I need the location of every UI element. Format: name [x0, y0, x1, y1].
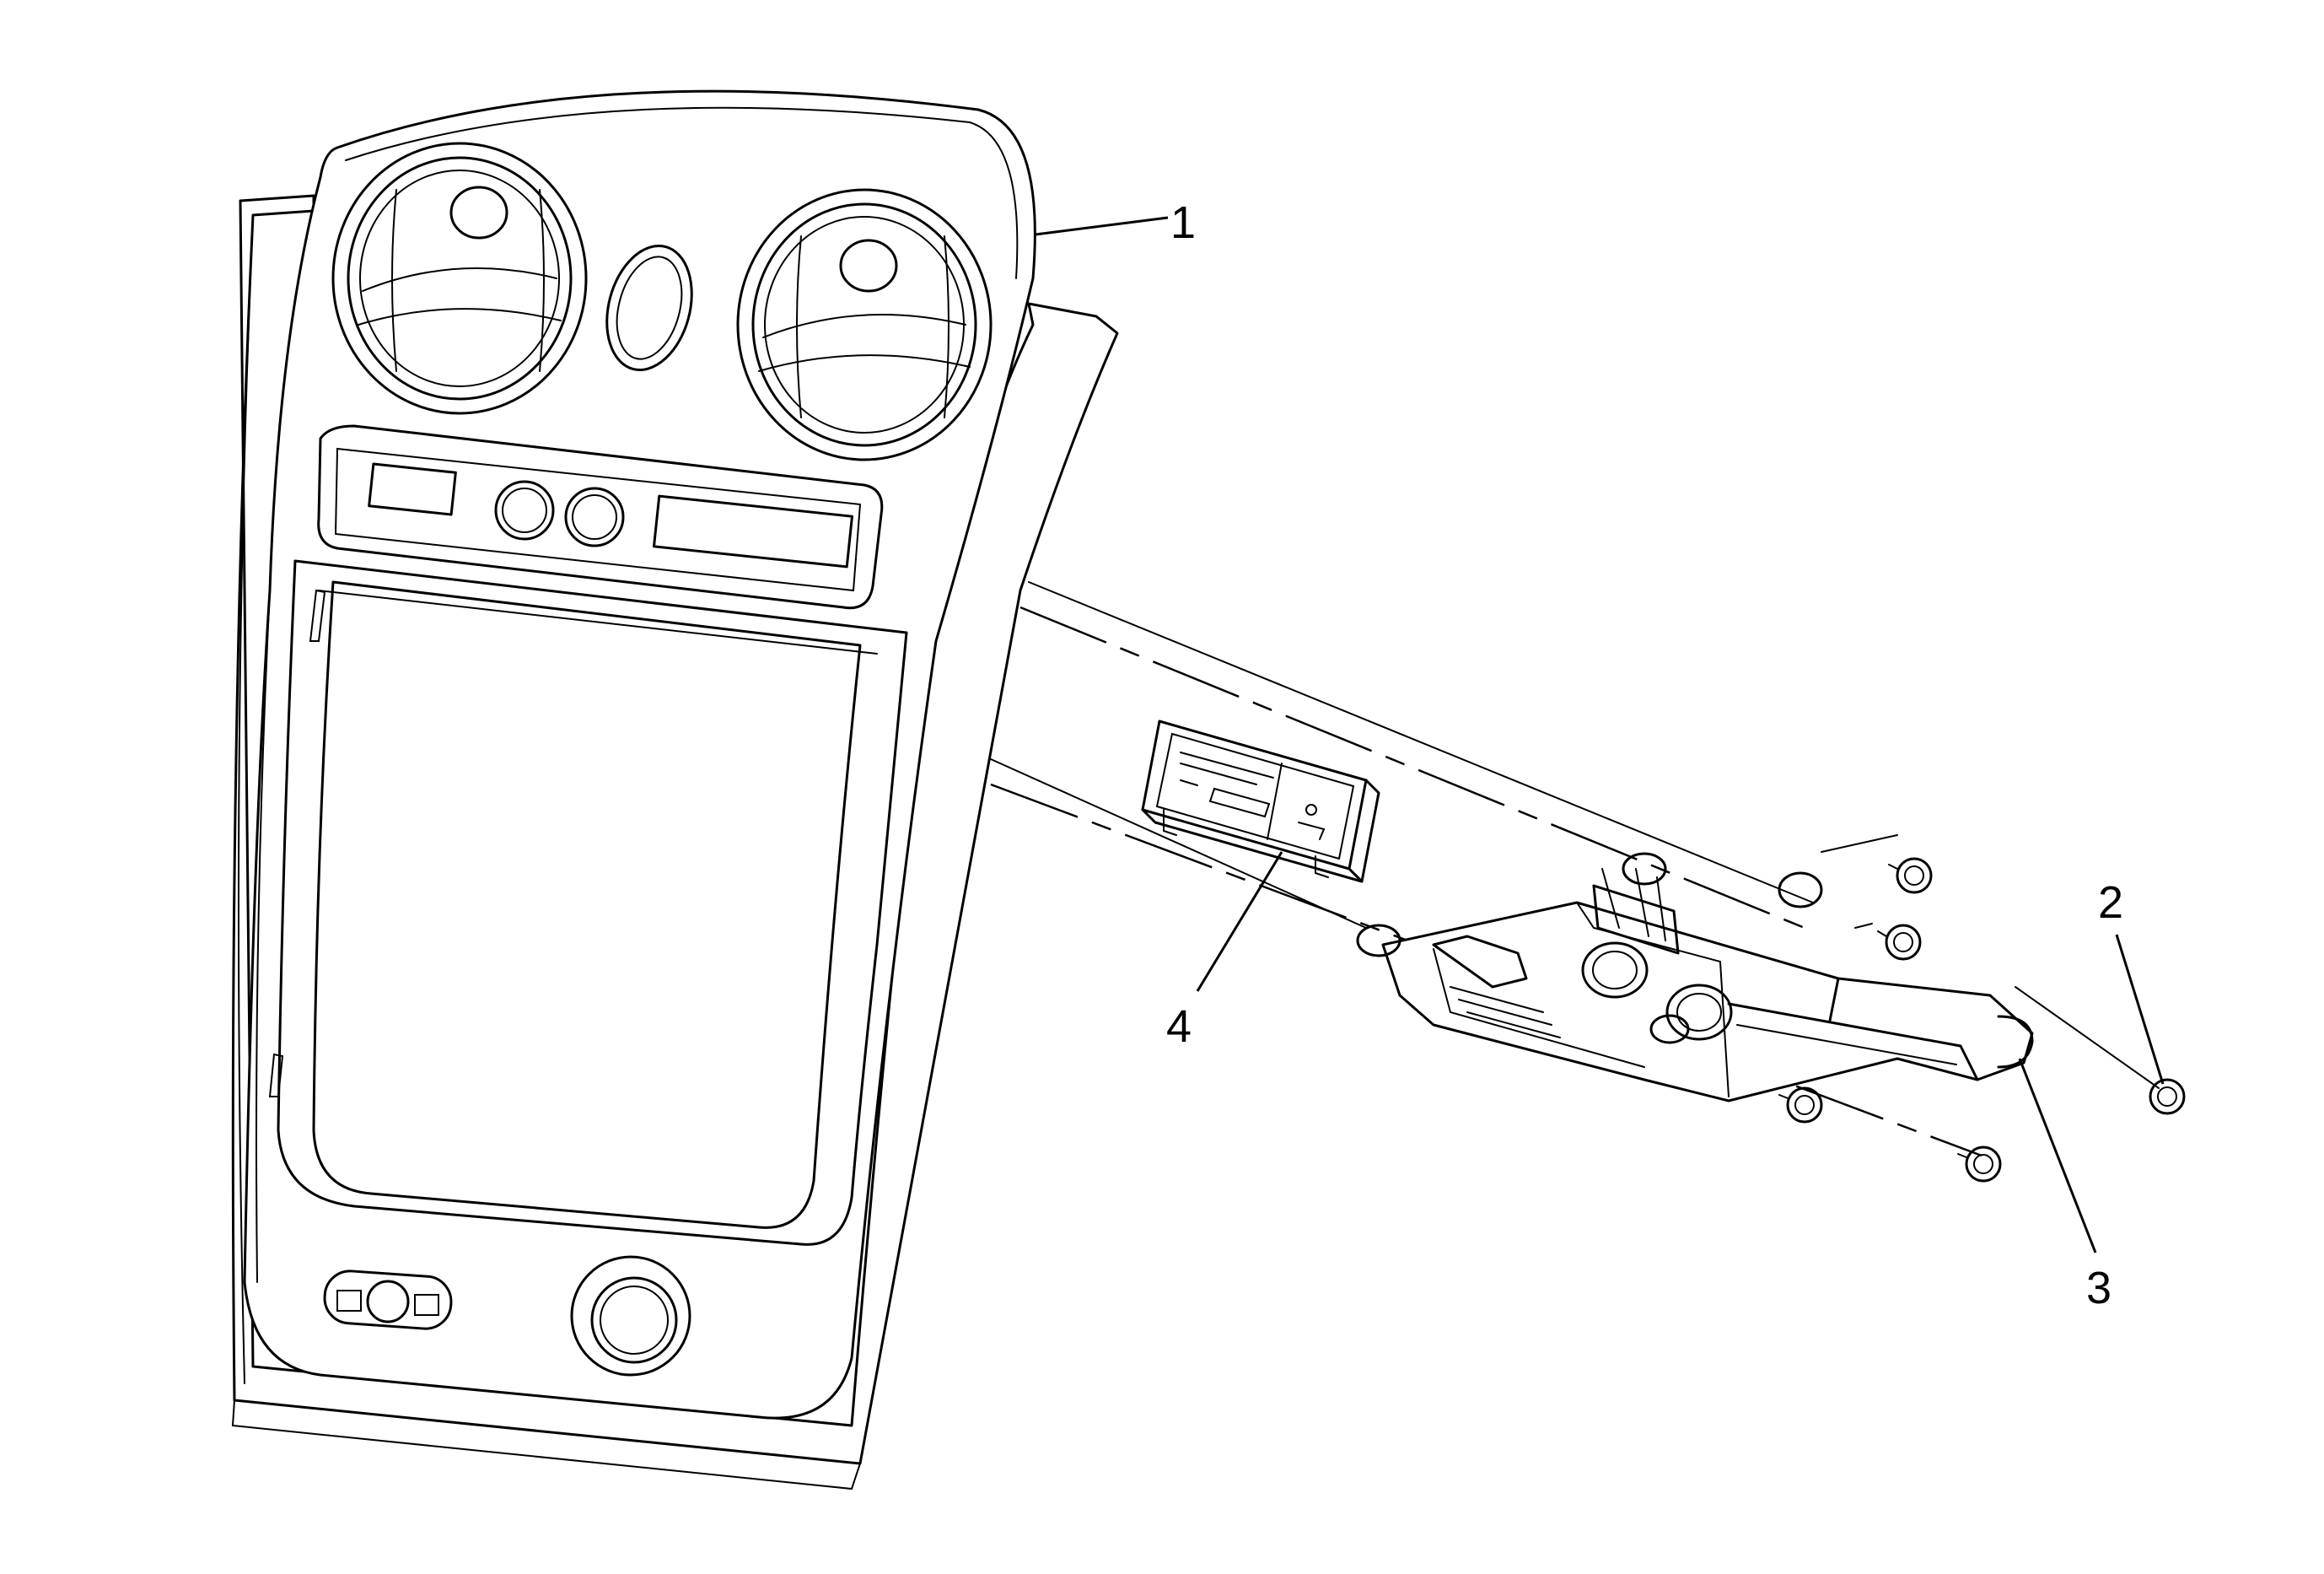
fasteners [1778, 857, 2186, 1183]
leader-1 [1035, 216, 1169, 236]
hazard-switch [605, 244, 693, 372]
leader-4 [1196, 851, 1283, 992]
right-air-vent [736, 188, 993, 461]
switch-panel-strip [317, 424, 884, 610]
left-air-vent [331, 142, 588, 415]
passenger-airbag-indicator [1141, 720, 1380, 883]
leader-2 [2115, 934, 2165, 1085]
mounting-bracket [1356, 852, 2034, 1102]
leader-3 [2018, 1058, 2097, 1253]
lower-switch-cluster [323, 1269, 453, 1330]
screw [1877, 924, 1922, 961]
callout-1: 1 [1170, 197, 1196, 248]
callout-3: 3 [2086, 1263, 2112, 1313]
callout-4: 4 [1166, 1001, 1192, 1052]
screw [1888, 857, 1933, 894]
power-outlet [570, 1255, 691, 1377]
screw [2149, 1078, 2186, 1115]
console-trim-bezel [231, 89, 1119, 1490]
callout-2: 2 [2098, 877, 2123, 928]
callout-labels: 1 2 3 4 [1166, 197, 2123, 1313]
callout-leaders [1035, 216, 2165, 1253]
screw [1778, 1086, 1823, 1124]
screw [1957, 1145, 2002, 1183]
center-display-opening [268, 559, 908, 1246]
